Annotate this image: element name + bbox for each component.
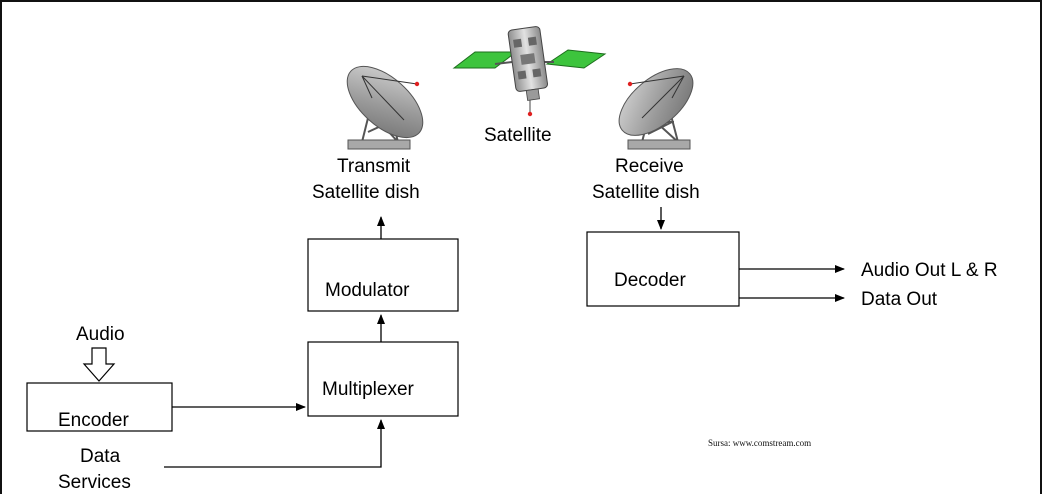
encoder-label: Encoder (58, 410, 129, 431)
transmit-dish-label-2: Satellite dish (312, 182, 420, 203)
audio-input-label: Audio (76, 324, 125, 345)
modulator-box (307, 238, 459, 312)
data-out-label: Data Out (861, 289, 938, 310)
satellite-icon (452, 26, 607, 117)
source-credit: Sursa: www.comstream.com (708, 438, 811, 448)
receive-dish-icon (618, 68, 694, 150)
modulator-label: Modulator (325, 280, 410, 301)
solar-panel-right (545, 49, 607, 69)
transmit-dish-icon (346, 65, 424, 150)
transmit-dish-label-1: Transmit (337, 156, 411, 177)
receive-dish-label-1: Receive (615, 156, 684, 177)
satellite-label: Satellite (484, 125, 552, 146)
data-services-label-2: Services (58, 472, 131, 493)
satellite-body (507, 26, 549, 101)
signal-dot (527, 111, 533, 117)
arrow-data-services-to-multiplexer (164, 419, 385, 468)
data-services-label-1: Data (80, 446, 121, 467)
encoder-box (26, 382, 173, 432)
multiplexer-label: Multiplexer (322, 379, 415, 400)
solar-panel-left (452, 51, 518, 69)
audio-out-label: Audio Out L & R (861, 260, 998, 281)
audio-input-arrow (82, 347, 116, 382)
decoder-box (586, 231, 740, 307)
decoder-label: Decoder (614, 270, 686, 291)
receive-dish-label-2: Satellite dish (592, 182, 700, 203)
multiplexer-box (307, 341, 459, 417)
